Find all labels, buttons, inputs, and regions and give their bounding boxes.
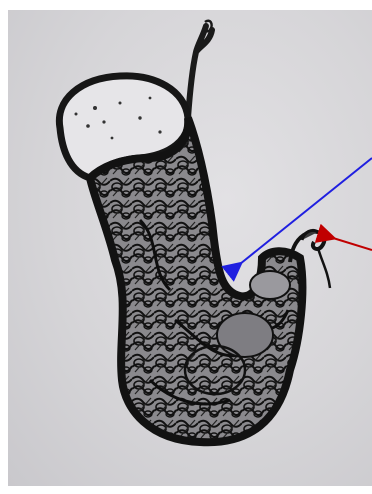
esophagus-stalk <box>188 26 212 118</box>
blue-pointer-arrow <box>240 158 372 264</box>
red-pointer-arrow <box>333 238 372 250</box>
